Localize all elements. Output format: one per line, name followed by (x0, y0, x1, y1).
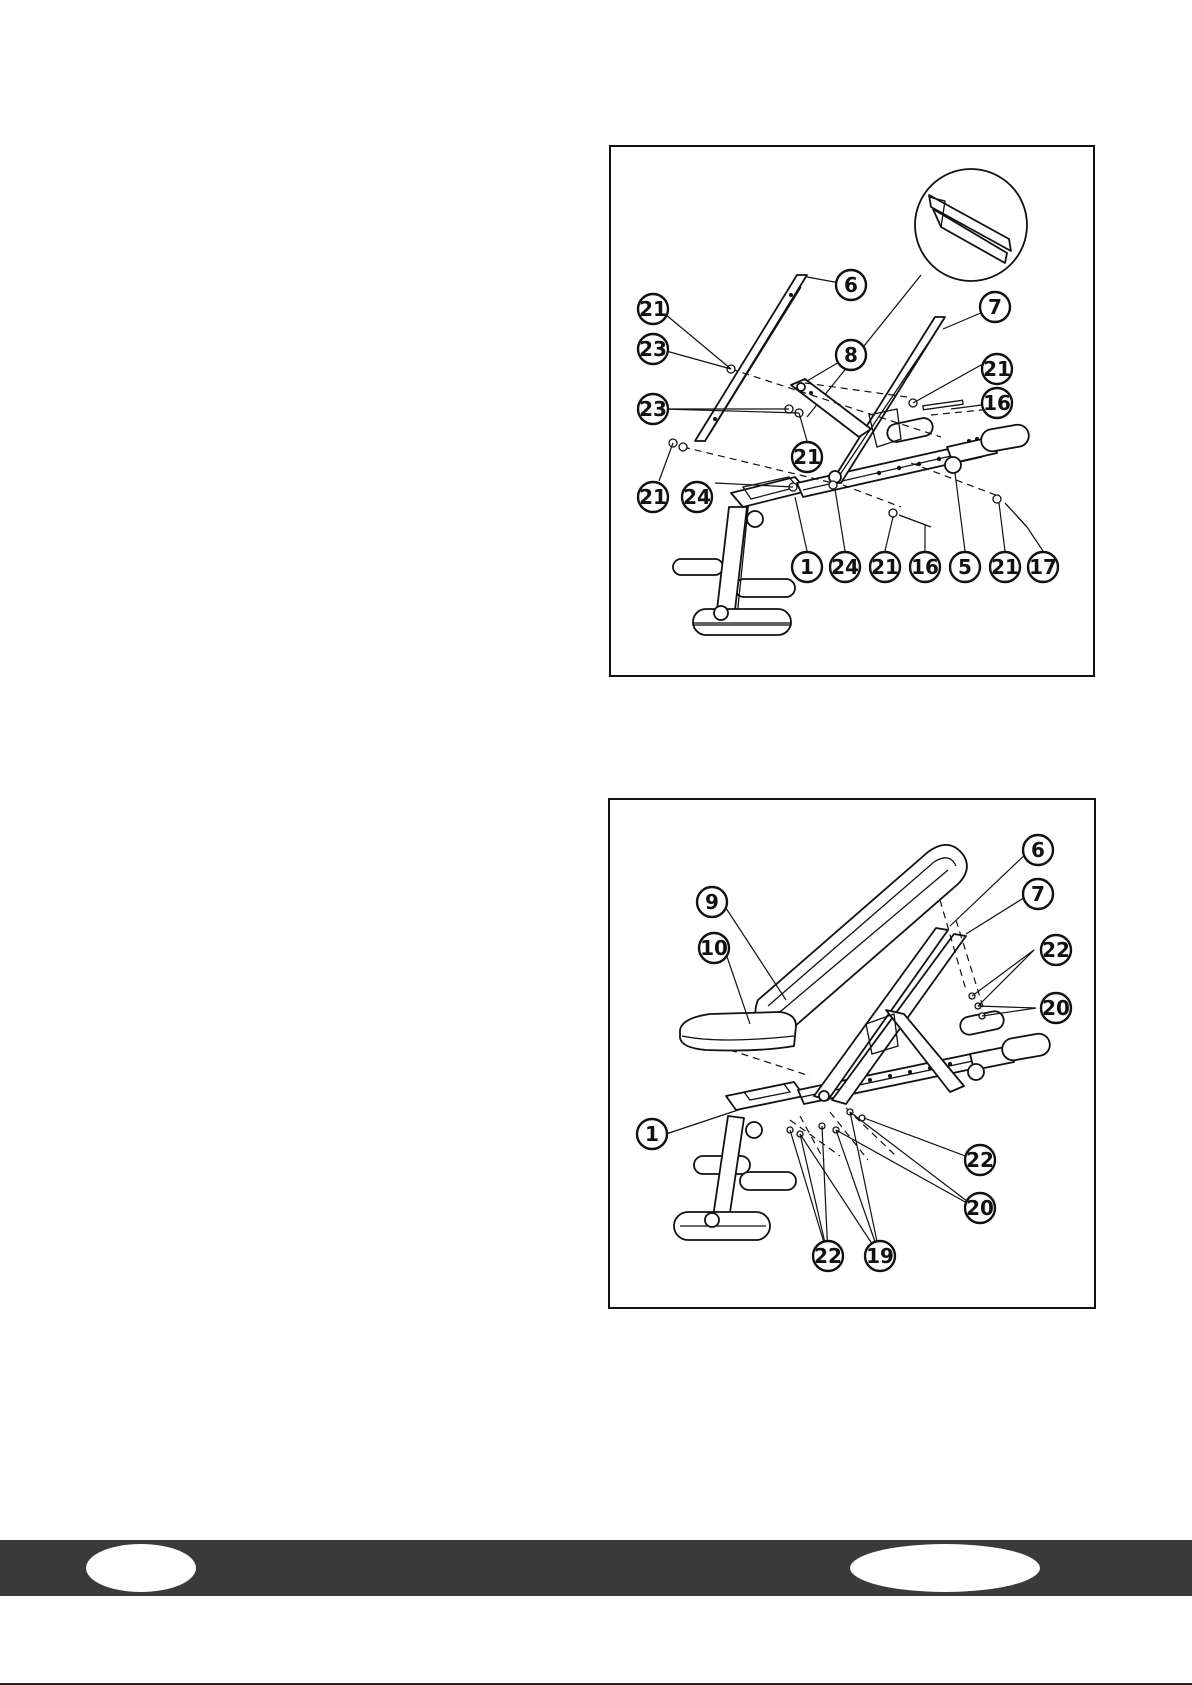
svg-text:6: 6 (1031, 838, 1045, 862)
svg-text:1: 1 (645, 1122, 659, 1146)
svg-text:7: 7 (988, 295, 1002, 319)
assembly-diagram-1: 6 7 8 21 23 23 21 21 16 21 24 1 24 21 16… (611, 147, 1097, 679)
callout-24: 24 (682, 482, 712, 512)
svg-text:24: 24 (683, 485, 711, 509)
svg-text:21: 21 (983, 357, 1011, 381)
svg-text:20: 20 (1042, 996, 1070, 1020)
callout-21: 21 (638, 294, 668, 324)
svg-text:24: 24 (831, 555, 859, 579)
seat-pad (680, 1012, 796, 1051)
svg-text:22: 22 (814, 1244, 842, 1268)
callout-20: 20 (1041, 993, 1071, 1023)
callout-23: 23 (638, 394, 668, 424)
callout-10: 10 (699, 933, 729, 963)
svg-text:22: 22 (966, 1148, 994, 1172)
svg-text:5: 5 (958, 555, 972, 579)
svg-text:7: 7 (1031, 882, 1045, 906)
callout-21: 21 (792, 442, 822, 472)
callout-1: 1 (637, 1119, 667, 1149)
callout-21: 21 (870, 552, 900, 582)
svg-text:9: 9 (705, 890, 719, 914)
callout-8: 8 (836, 340, 866, 370)
svg-text:20: 20 (966, 1196, 994, 1220)
svg-text:22: 22 (1042, 938, 1070, 962)
callout-22: 22 (1041, 935, 1071, 965)
front-leg-assembly (674, 1116, 796, 1240)
callout-21: 21 (982, 354, 1012, 384)
callout-17: 17 (1028, 552, 1058, 582)
callout-5: 5 (950, 552, 980, 582)
svg-text:1: 1 (800, 555, 814, 579)
svg-text:21: 21 (871, 555, 899, 579)
svg-text:21: 21 (991, 555, 1019, 579)
assembly-figure-2: 6 7 9 10 22 20 1 22 20 22 19 (608, 798, 1096, 1309)
callout-6: 6 (1023, 835, 1053, 865)
svg-text:17: 17 (1029, 555, 1057, 579)
callout-7: 7 (980, 292, 1010, 322)
callout-19: 19 (865, 1241, 895, 1271)
svg-text:21: 21 (793, 445, 821, 469)
assembly-diagram-2: 6 7 9 10 22 20 1 22 20 22 19 (610, 800, 1098, 1311)
page-number-oval-left (86, 1544, 196, 1592)
front-leg-assembly (673, 497, 795, 635)
callout-1: 1 (792, 552, 822, 582)
svg-text:21: 21 (639, 485, 667, 509)
callout-23: 23 (638, 334, 668, 364)
svg-text:19: 19 (866, 1244, 894, 1268)
seat-bracket (726, 1082, 804, 1110)
callout-22: 22 (965, 1145, 995, 1175)
callout-21: 21 (638, 482, 668, 512)
svg-text:6: 6 (844, 273, 858, 297)
callout-16: 16 (910, 552, 940, 582)
svg-text:23: 23 (639, 397, 667, 421)
svg-text:16: 16 (983, 391, 1011, 415)
callout-24: 24 (830, 552, 860, 582)
callout-21: 21 (990, 552, 1020, 582)
callout-9: 9 (697, 887, 727, 917)
svg-text:8: 8 (844, 343, 858, 367)
assembly-figure-1: 6 7 8 21 23 23 21 21 16 21 24 1 24 21 16… (609, 145, 1095, 677)
callout-6: 6 (836, 270, 866, 300)
page-number-oval-right (850, 1544, 1040, 1592)
callout-20: 20 (965, 1193, 995, 1223)
svg-text:10: 10 (700, 936, 728, 960)
svg-text:16: 16 (911, 555, 939, 579)
callout-22: 22 (813, 1241, 843, 1271)
svg-text:21: 21 (639, 297, 667, 321)
svg-text:23: 23 (639, 337, 667, 361)
callout-7: 7 (1023, 879, 1053, 909)
callout-16: 16 (982, 388, 1012, 418)
support-tube-6 (695, 275, 807, 441)
